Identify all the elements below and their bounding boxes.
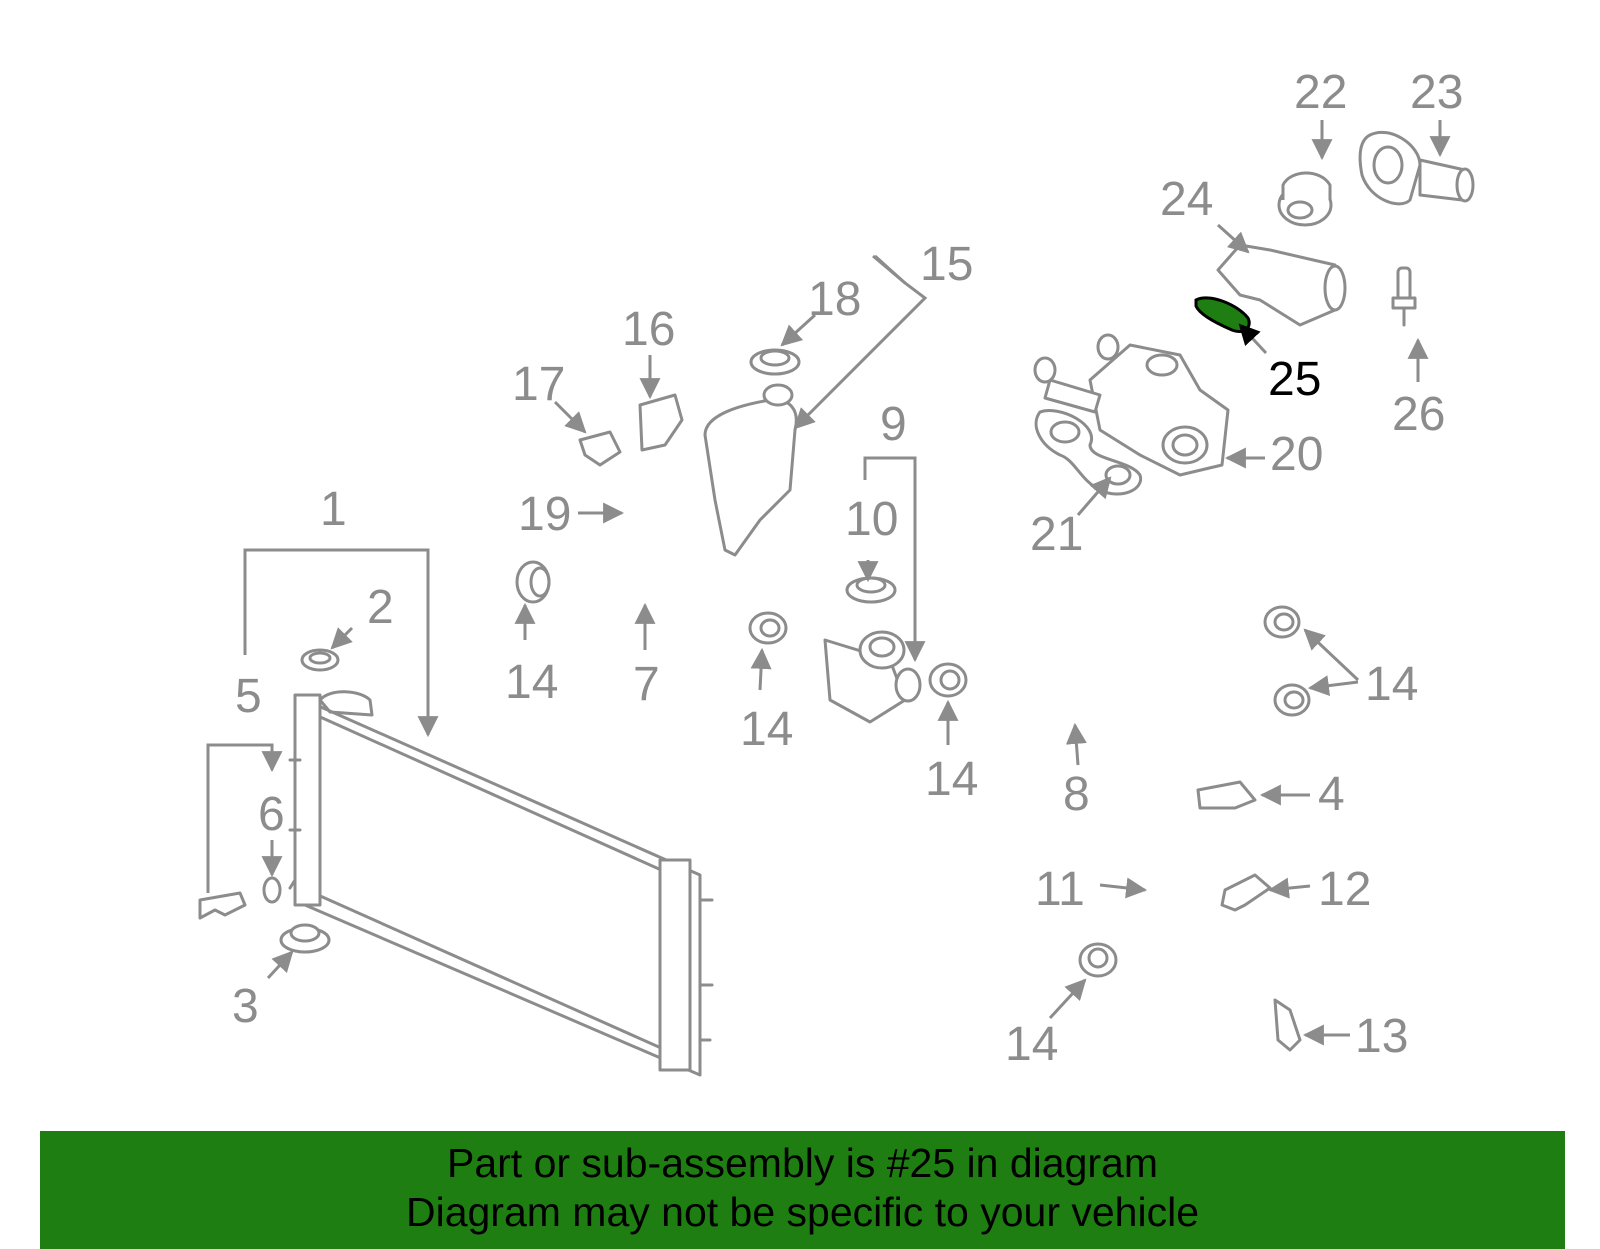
filler-cap [845, 576, 897, 604]
banner-line-part: Part or sub-assembly is #25 in diagram [447, 1140, 1158, 1186]
hose-clamp [1263, 605, 1301, 639]
temperature-sensor [1391, 266, 1417, 327]
info-banner: Part or sub-assembly is #25 in diagram D… [40, 1131, 1565, 1249]
thermostat-cover [1358, 130, 1475, 206]
callout-2: 2 [367, 581, 394, 634]
banner-line-disclaimer: Diagram may not be specific to your vehi… [405, 1189, 1199, 1235]
callout-26: 26 [1392, 388, 1445, 441]
callout-1: 1 [320, 483, 347, 536]
reservoir-cap [749, 348, 801, 376]
thermostat [1277, 171, 1333, 227]
upper-hose-inner [552, 574, 740, 620]
parts-diagram: 1 2 3 4 5 6 7 8 9 10 11 12 13 14 14 14 1… [198, 66, 1475, 1077]
leader-1 [243, 548, 439, 738]
callout-20: 20 [1270, 428, 1323, 481]
callout-22: 22 [1294, 66, 1347, 119]
radiator [288, 690, 714, 1077]
o-ring [262, 876, 282, 904]
callout-4: 4 [1318, 768, 1345, 821]
callout-5: 5 [235, 670, 262, 723]
callout-7: 7 [633, 658, 660, 711]
callout-6: 6 [258, 788, 285, 841]
callout-17: 17 [512, 358, 565, 411]
hose-bracket [1220, 873, 1272, 912]
callout-14: 14 [1005, 1018, 1058, 1071]
callout-14: 14 [505, 656, 558, 709]
callout-19: 19 [518, 488, 571, 541]
callout-14: 14 [925, 753, 978, 806]
outlet-pipe [1216, 243, 1347, 327]
bracket [638, 393, 684, 452]
drain-plug [279, 923, 331, 954]
water-outlet [823, 630, 922, 724]
callout-24: 24 [1160, 173, 1213, 226]
callout-21: 21 [1030, 508, 1083, 561]
hose-clamp [1078, 942, 1118, 978]
coolant-reservoir [703, 383, 798, 557]
callout-13: 13 [1355, 1010, 1408, 1063]
hose-clip [1273, 998, 1302, 1052]
callout-3: 3 [232, 980, 259, 1033]
mount-bracket [198, 891, 247, 920]
callout-18: 18 [808, 273, 861, 326]
hose-clamp [928, 662, 968, 698]
callout-14: 14 [1365, 658, 1418, 711]
leader-5 [206, 743, 283, 893]
hose-clamp [515, 560, 551, 604]
clamp-bracket [1196, 780, 1257, 810]
callout-23: 23 [1410, 66, 1463, 119]
hose-clamp [1273, 683, 1311, 717]
callout-25: 25 [1268, 353, 1321, 406]
housing-gasket [1034, 409, 1143, 496]
radiator-cap [300, 648, 340, 672]
callout-8: 8 [1063, 768, 1090, 821]
thermostat-housing [1033, 333, 1230, 477]
callout-11: 11 [1035, 863, 1085, 916]
leader-9 [863, 456, 926, 663]
callout-14: 14 [740, 703, 793, 756]
callout-15: 15 [920, 238, 973, 291]
callout-12: 12 [1318, 863, 1371, 916]
callout-9: 9 [880, 398, 907, 451]
hose-clamp [748, 611, 788, 645]
callout-10: 10 [845, 493, 898, 546]
clip [578, 430, 622, 467]
callout-16: 16 [622, 303, 675, 356]
